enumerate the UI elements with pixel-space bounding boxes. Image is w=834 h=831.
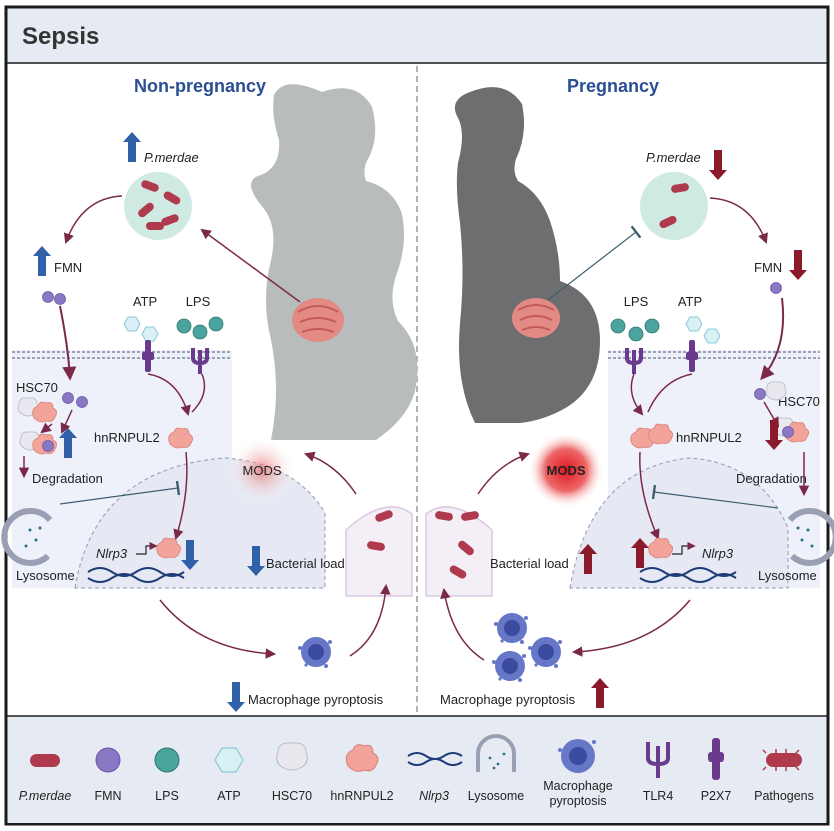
up-arrow-icon xyxy=(579,544,597,574)
svg-text:P.merdae: P.merdae xyxy=(144,150,199,165)
svg-text:Lysosome: Lysosome xyxy=(468,789,525,803)
legend-pathogens: Pathogens xyxy=(754,749,814,803)
heading-non-pregnancy: Non-pregnancy xyxy=(134,76,266,96)
svg-text:pyroptosis: pyroptosis xyxy=(550,794,607,808)
legend-nlrp3: Nlrp3 xyxy=(407,752,463,803)
right-atp-label: ATP xyxy=(678,294,702,309)
legend-hsc70: HSC70 xyxy=(272,742,312,803)
svg-text:FMN: FMN xyxy=(54,260,82,275)
svg-text:TLR4: TLR4 xyxy=(643,789,674,803)
legend-tlr4: TLR4 xyxy=(643,742,674,803)
left-pmerdae-label: P.merdae xyxy=(123,132,199,165)
svg-text:Nlrp3: Nlrp3 xyxy=(419,789,449,803)
svg-text:HSC70: HSC70 xyxy=(272,789,312,803)
page-title: Sepsis xyxy=(22,23,99,50)
down-arrow-icon xyxy=(789,250,807,280)
svg-text:Macrophage: Macrophage xyxy=(543,779,613,793)
legend-fmn: FMN xyxy=(94,747,122,803)
person-pregnant xyxy=(454,87,600,423)
left-membrane xyxy=(12,351,232,359)
left-lps-label: LPS xyxy=(186,294,211,309)
right-nlrp3-label: Nlrp3 xyxy=(702,546,734,561)
left-atp-label: ATP xyxy=(133,294,157,309)
legend-hnrnpul2: hnRNPUL2 xyxy=(330,744,394,803)
svg-text:P.merdae: P.merdae xyxy=(19,789,72,803)
left-degradation-label: Degradation xyxy=(32,471,103,486)
down-arrow-icon xyxy=(247,546,265,576)
legend-macrophage-pyroptosis: Macrophage pyroptosis xyxy=(543,739,613,808)
up-arrow-icon xyxy=(631,538,649,568)
left-hsc70-label: HSC70 xyxy=(16,380,58,395)
down-arrow-icon xyxy=(765,420,783,450)
title-bar xyxy=(7,8,827,64)
right-bacteria-circle xyxy=(640,172,708,240)
lysosome-icon-right xyxy=(787,508,834,566)
up-arrow-icon xyxy=(591,678,609,708)
left-macrophage-label: Macrophage pyroptosis xyxy=(248,692,384,707)
right-lps-label: LPS xyxy=(624,294,649,309)
right-mods-label: MODS xyxy=(547,463,586,478)
heading-pregnancy: Pregnancy xyxy=(567,76,659,96)
left-nlrp3-label: Nlrp3 xyxy=(96,546,128,561)
right-tissue xyxy=(425,506,493,597)
left-dna xyxy=(87,567,185,583)
right-dna xyxy=(639,567,737,583)
up-arrow-icon xyxy=(59,428,77,458)
right-membrane xyxy=(608,351,820,359)
person-non-pregnant xyxy=(251,84,418,440)
intestine-icon-right xyxy=(512,298,560,338)
right-bacterial-load-label: Bacterial load xyxy=(490,556,569,571)
right-fmn-label: FMN xyxy=(754,260,782,275)
down-arrow-icon xyxy=(181,540,199,570)
right-degradation-label: Degradation xyxy=(736,471,807,486)
legend-lps: LPS xyxy=(154,747,180,803)
legend-panel xyxy=(7,717,827,823)
down-arrow-icon xyxy=(709,150,727,180)
legend-lysosome: Lysosome xyxy=(468,734,525,803)
down-arrow-icon xyxy=(227,682,245,712)
up-arrow-icon xyxy=(123,132,141,162)
left-fmn-label: FMN xyxy=(33,246,82,276)
svg-text:hnRNPUL2: hnRNPUL2 xyxy=(330,789,393,803)
right-pmerdae-label: P.merdae xyxy=(646,150,701,165)
left-hnrnpul2-label: hnRNPUL2 xyxy=(94,430,160,445)
legend-p2x7: P2X7 xyxy=(701,738,732,803)
left-mods-label: MODS xyxy=(243,463,282,478)
left-bacteria-circle xyxy=(124,172,192,240)
left-tissue xyxy=(345,506,413,597)
right-hsc70-label: HSC70 xyxy=(778,394,820,409)
lysosome-icon-left xyxy=(1,508,53,566)
legend-atp: ATP xyxy=(214,747,244,803)
left-mods-glow xyxy=(228,436,296,504)
svg-text:Pathogens: Pathogens xyxy=(754,789,814,803)
svg-text:P2X7: P2X7 xyxy=(701,789,732,803)
right-hnrnpul2-label: hnRNPUL2 xyxy=(676,430,742,445)
intestine-icon-left xyxy=(292,298,344,342)
svg-text:FMN: FMN xyxy=(94,789,121,803)
right-mods-glow xyxy=(528,432,604,508)
legend-pmerdae: P.merdae xyxy=(19,754,72,803)
left-bacterial-load-label: Bacterial load xyxy=(266,556,345,571)
left-lysosome-label: Lysosome xyxy=(16,568,75,583)
svg-text:LPS: LPS xyxy=(155,789,179,803)
right-macrophage-label: Macrophage pyroptosis xyxy=(440,692,576,707)
up-arrow-icon xyxy=(33,246,51,276)
right-lysosome-label: Lysosome xyxy=(758,568,817,583)
right-nucleus xyxy=(569,457,789,589)
svg-text:ATP: ATP xyxy=(217,789,240,803)
